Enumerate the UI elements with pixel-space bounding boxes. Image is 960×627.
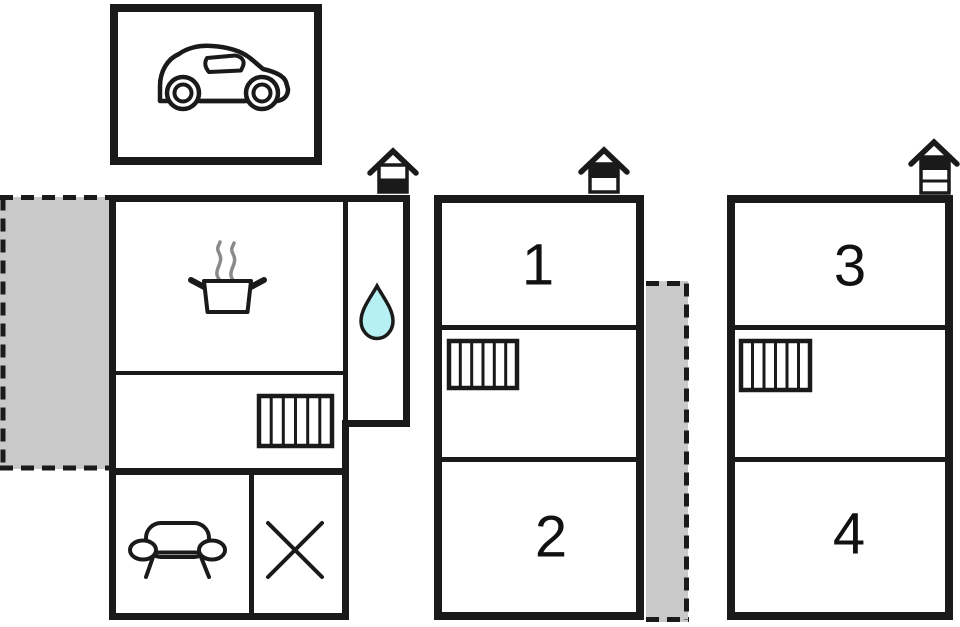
steam-icon (215, 240, 237, 282)
car-icon (157, 43, 291, 112)
main-house-walls (109, 195, 410, 620)
garage-walls (110, 4, 322, 165)
chimney-icon (367, 147, 419, 194)
terrace-middle-dashed-border (646, 281, 689, 622)
room-4-label: 4 (833, 502, 865, 567)
room-2-label: 2 (535, 505, 567, 570)
annex-right-walls (727, 195, 953, 620)
terrace-middle-fill (646, 281, 688, 622)
annex-right: 3 4 (727, 195, 953, 620)
sofa-icon (128, 521, 227, 579)
garage (110, 4, 322, 165)
stairs-icon (738, 338, 813, 393)
stairs-icon (256, 393, 335, 449)
terrace-left-fill (0, 197, 111, 469)
chimney-icon (908, 138, 960, 195)
annex-left-walls (434, 195, 644, 620)
kitchen-room (188, 240, 267, 314)
cross-icon (266, 521, 324, 579)
cooking-pot-icon (188, 277, 267, 314)
water-drop-icon (359, 282, 395, 341)
bathroom (359, 282, 395, 341)
terrace-left (0, 195, 111, 471)
main-house (109, 195, 410, 620)
terrace-left-dashed-border (0, 195, 111, 471)
annex-left: 1 2 (434, 195, 644, 620)
chimney-icon (578, 146, 630, 194)
terrace-middle (646, 281, 689, 622)
stairs-icon (446, 338, 520, 391)
room-3-label: 3 (834, 234, 866, 299)
room-1-label: 1 (522, 233, 554, 298)
